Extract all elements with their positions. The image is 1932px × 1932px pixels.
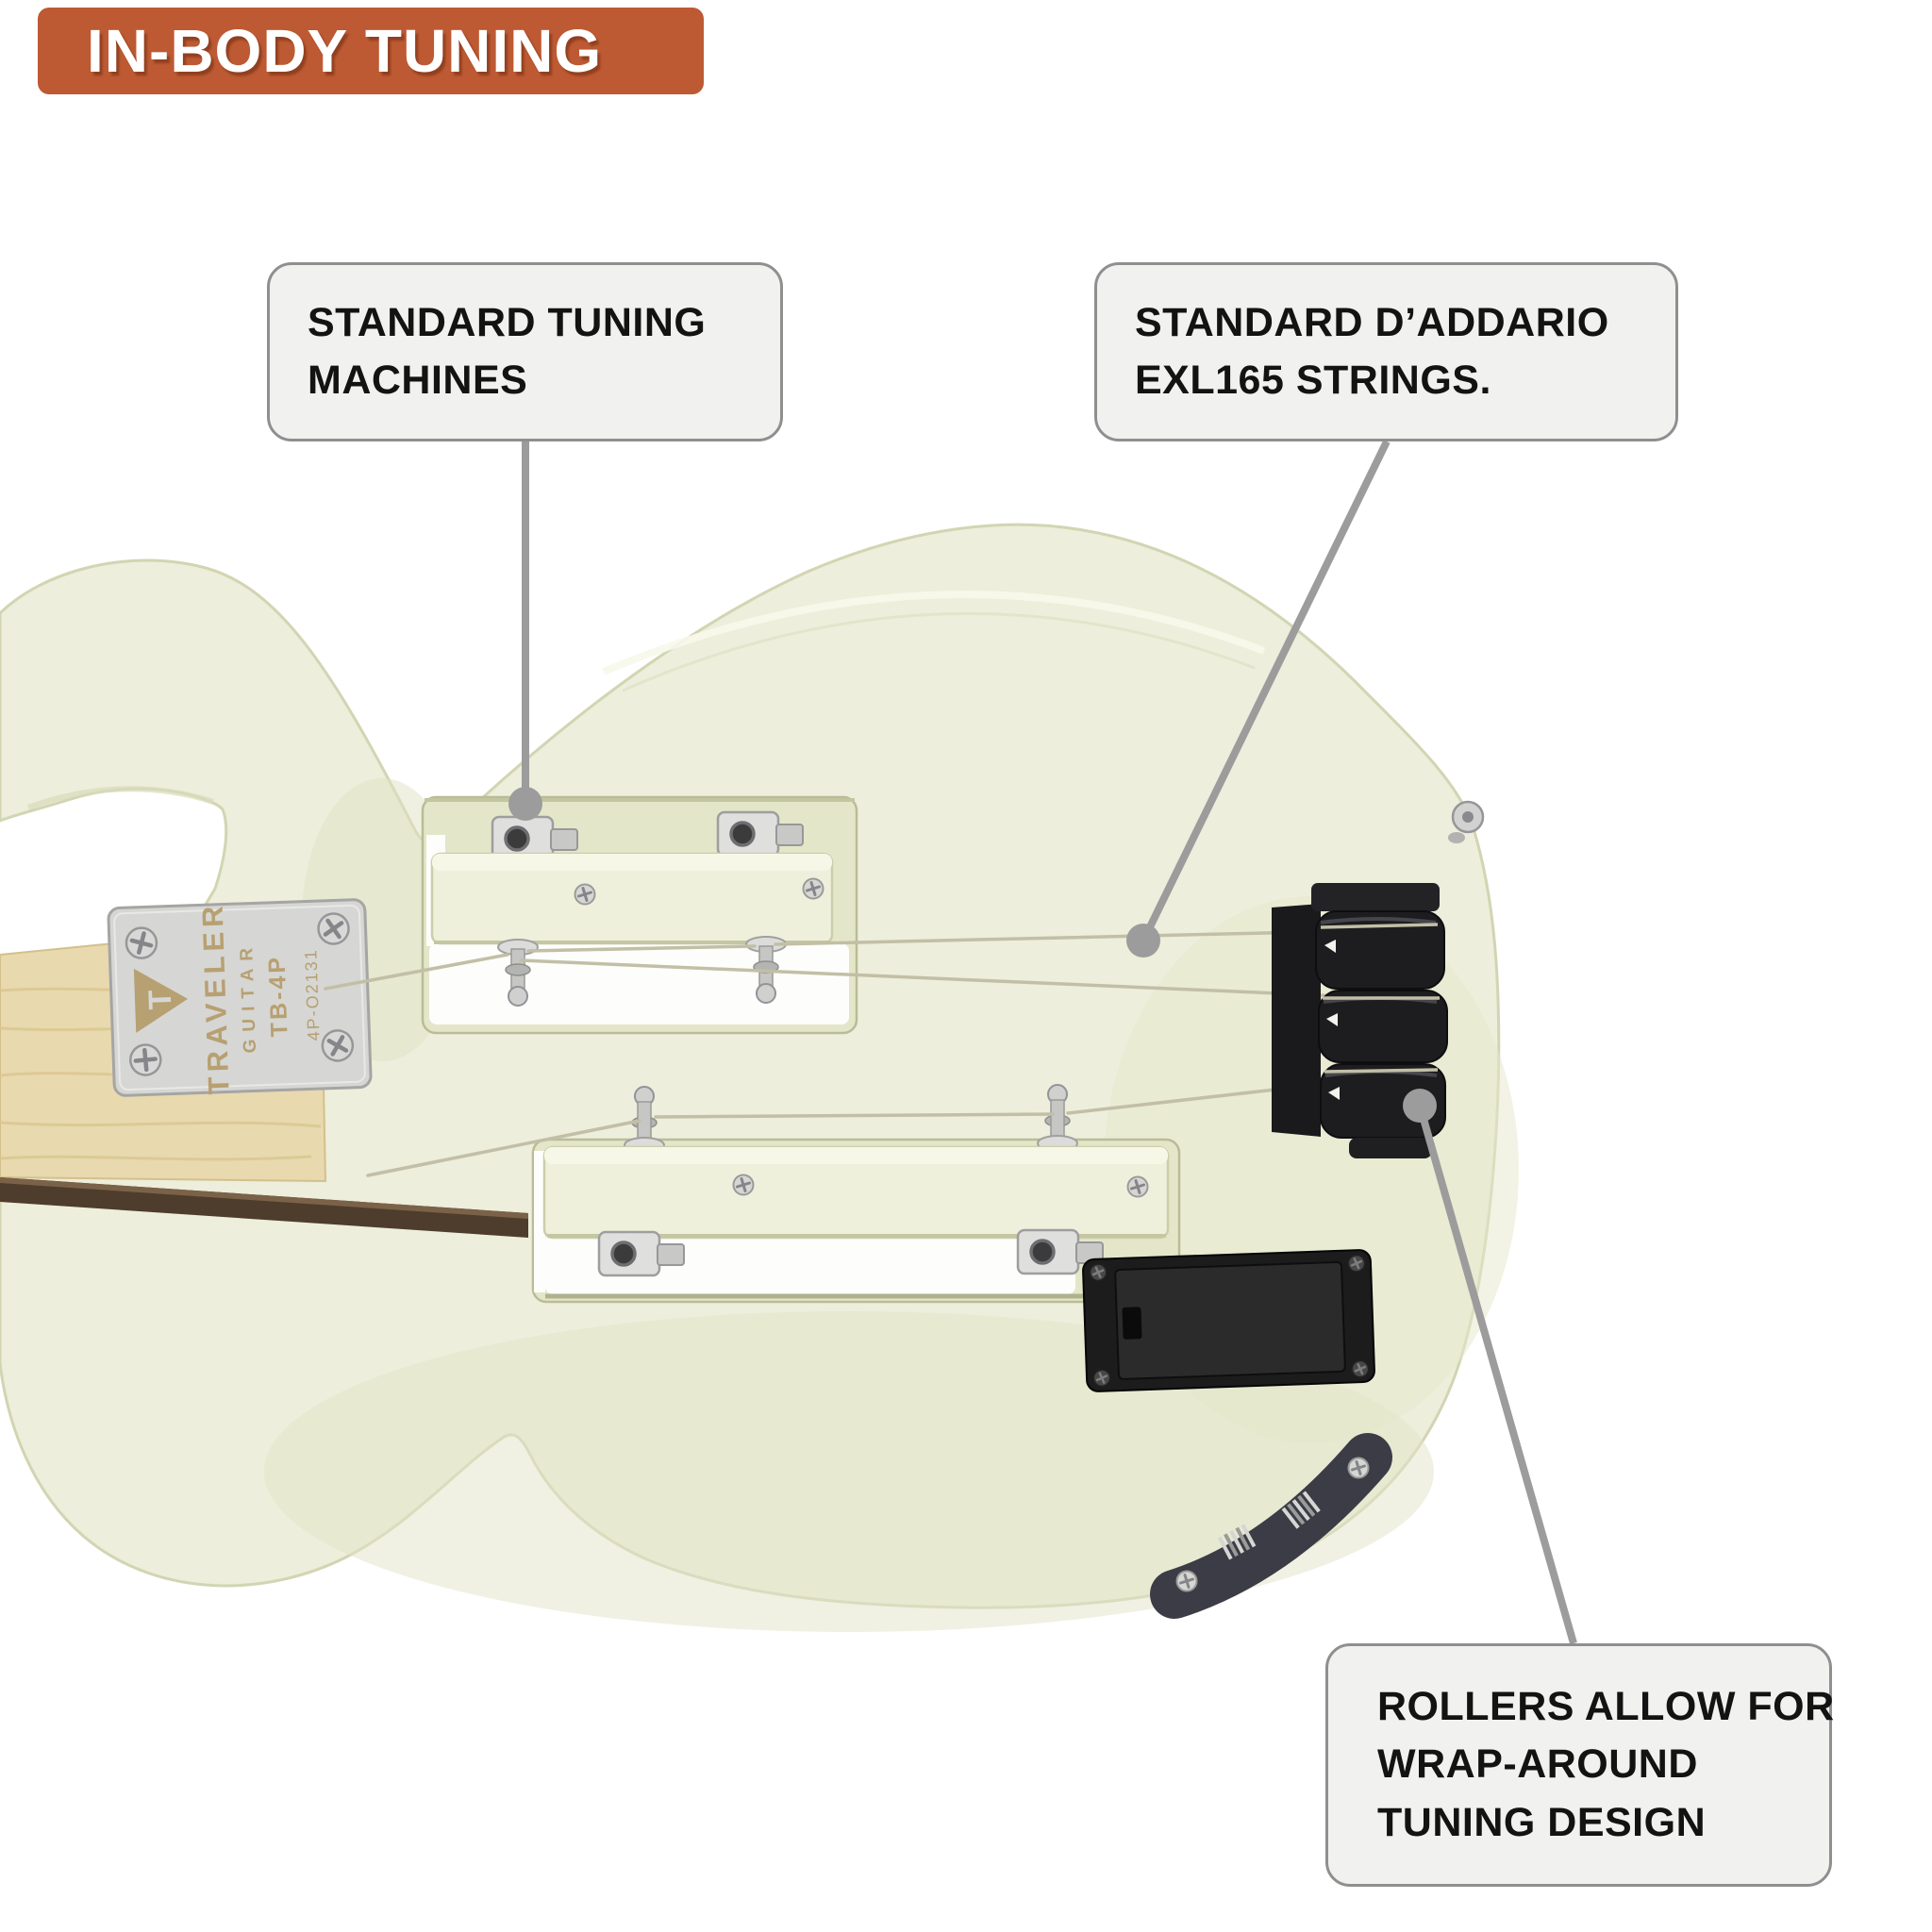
fingerboard-edge	[0, 1177, 528, 1238]
plate-brand-sub: GUITAR	[237, 941, 260, 1054]
leader-line-strings	[1140, 440, 1391, 942]
bar-screw	[732, 1174, 755, 1196]
string	[654, 1112, 1055, 1119]
plate-logo-letter: T	[142, 990, 179, 1010]
control-plate-screw	[1175, 1570, 1198, 1592]
plate-serial: 4P-O2131	[301, 948, 323, 1041]
slot-opening	[429, 943, 849, 1024]
control-knob	[1217, 1524, 1257, 1560]
fingerboard-highlight	[0, 1177, 528, 1219]
callout-rollers: ROLLERS ALLOW FOR WRAP-AROUND TUNING DES…	[1325, 1643, 1835, 1887]
leader-dot-tuning-machines	[508, 787, 542, 821]
body-ridge-highlight	[602, 591, 1266, 675]
bar-screw	[574, 883, 596, 906]
neck-plate: T TRAVELER GUITAR TB-4P 4P-O2131	[107, 898, 373, 1097]
control-plate-screw	[1347, 1457, 1370, 1479]
leader-line-rollers	[1416, 1104, 1577, 1645]
plate-engraving: T TRAVELER GUITAR TB-4P 4P-O2131	[133, 901, 324, 1095]
callout-text: WRAP-AROUND	[1377, 1741, 1698, 1788]
callout-tuning-machines: STANDARD TUNING MACHINES	[267, 262, 783, 441]
tuner-bar-top-face	[544, 1147, 1168, 1164]
roller	[1315, 910, 1445, 990]
plate-brand: TRAVELER	[195, 901, 235, 1095]
leader-dot-strings	[1126, 924, 1160, 958]
traveler-t-logo: T	[133, 968, 189, 1033]
battery-screw	[1088, 1262, 1108, 1283]
control-knob	[1281, 1491, 1321, 1529]
callout-text: ROLLERS ALLOW FOR	[1377, 1684, 1835, 1730]
roller-shadow	[1272, 904, 1321, 1137]
bar-screw	[1126, 1175, 1149, 1198]
control-plate	[1150, 1433, 1392, 1619]
roller-glint	[1328, 1087, 1340, 1100]
string	[324, 953, 509, 991]
body-ridge-shadow	[622, 612, 1256, 692]
tuner-bar-upper	[430, 810, 834, 1007]
tuner-bar-top-face	[432, 854, 832, 871]
battery-screw	[1091, 1368, 1112, 1389]
battery-screw	[1350, 1358, 1371, 1379]
battery-lid	[1114, 1260, 1346, 1380]
roller-bracket	[1311, 883, 1440, 911]
callout-text: EXL165 STRINGS.	[1135, 358, 1491, 403]
callout-text: MACHINES	[308, 358, 528, 403]
body-shade-bottom	[264, 1311, 1434, 1632]
roller-glint	[1326, 1013, 1338, 1026]
horn-shade	[26, 786, 214, 810]
string	[526, 944, 757, 953]
roller-bracket	[1349, 1138, 1432, 1158]
battery-compartment	[1082, 1249, 1375, 1392]
roller-glint	[1324, 940, 1336, 953]
plate-model: TB-4P	[263, 954, 292, 1037]
leader-dot-rollers	[1403, 1089, 1437, 1123]
bar-screw	[802, 877, 824, 900]
string	[366, 1119, 641, 1177]
callout-text: TUNING DESIGN	[1377, 1799, 1707, 1845]
leader-lines	[508, 440, 1577, 1645]
plate-screw	[125, 927, 157, 958]
callout-text: STANDARD D’ADDARIO	[1135, 299, 1609, 345]
title-banner: IN-BODY TUNING	[38, 8, 704, 94]
strap-button	[1448, 800, 1485, 843]
callout-daddario-strings: STANDARD D’ADDARIO EXL165 STRINGS.	[1094, 262, 1678, 441]
tuner-bar-lower	[542, 1084, 1170, 1277]
rollers	[1272, 883, 1448, 1158]
roller	[1318, 990, 1448, 1063]
battery-screw	[1346, 1253, 1367, 1274]
page-title: IN-BODY TUNING	[87, 17, 603, 85]
battery-latch	[1122, 1307, 1142, 1340]
slot-opening	[534, 1151, 545, 1292]
callout-text: STANDARD TUNING	[308, 299, 707, 345]
